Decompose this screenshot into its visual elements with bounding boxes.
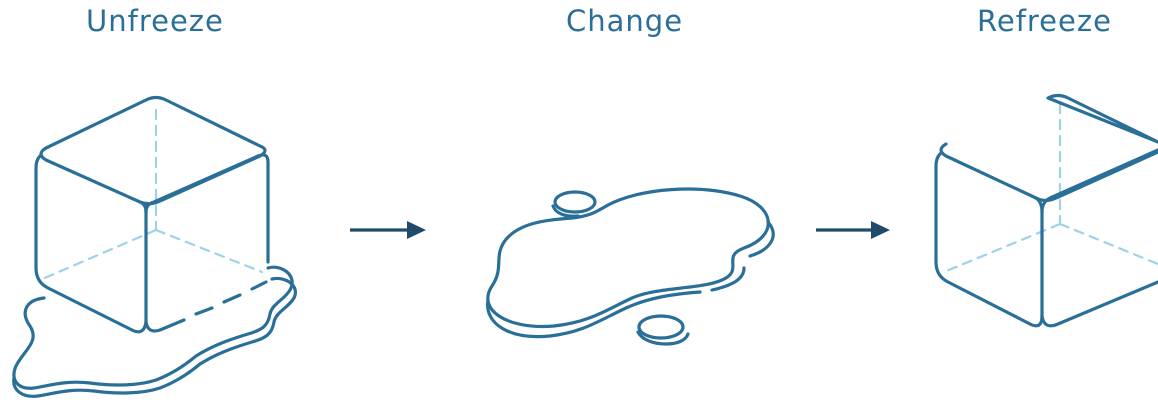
water-puddle-icon — [486, 187, 775, 346]
melting-ice-cube-icon — [12, 95, 297, 398]
ice-cube-icon — [934, 93, 1158, 328]
stage-title-change: Change — [566, 4, 684, 38]
stage-title-unfreeze: Unfreeze — [86, 4, 224, 38]
right-arrow-icon — [816, 221, 890, 239]
right-arrow-icon — [350, 221, 426, 239]
stage-title-refreeze: Refreeze — [977, 4, 1112, 38]
